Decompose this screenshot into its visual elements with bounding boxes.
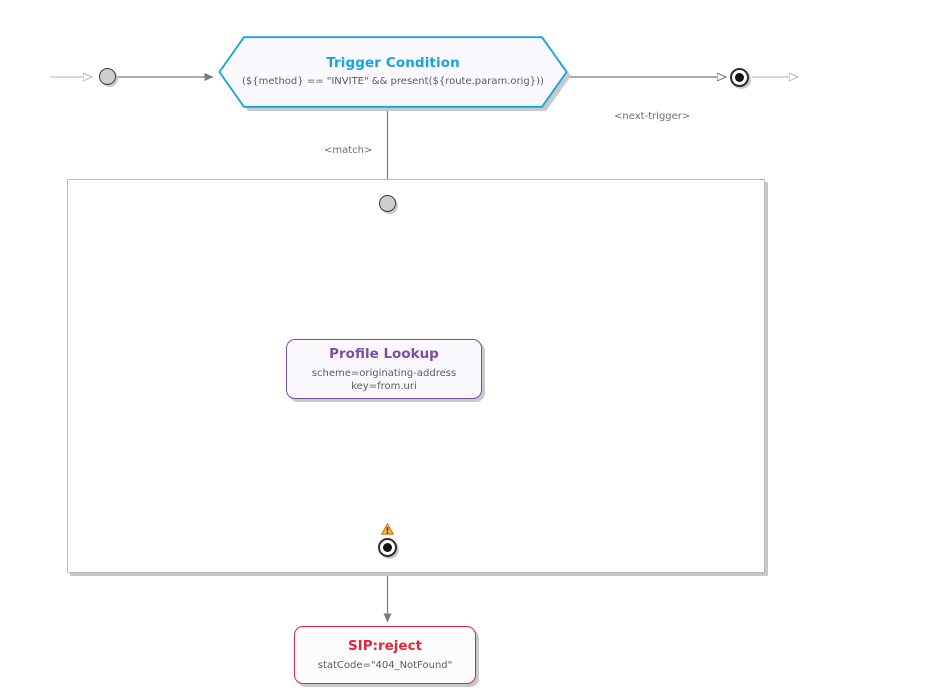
sip-reject-params: statCode="404_NotFound" (318, 659, 453, 672)
start-node-match-branch[interactable] (379, 195, 396, 212)
end-node-match-branch[interactable] (378, 538, 397, 557)
sip-reject-title: SIP:reject (347, 638, 423, 654)
end-node-next-trigger[interactable] (730, 68, 749, 87)
start-node-left[interactable] (99, 68, 116, 85)
end-node-core (735, 73, 744, 82)
trigger-text-block: Trigger Condition (${method} == "INVITE"… (218, 36, 568, 108)
profile-lookup-params: scheme=originating-address key=from.uri (312, 367, 456, 393)
node-trigger-condition[interactable]: Trigger Condition (${method} == "INVITE"… (218, 36, 571, 111)
trigger-expression: (${method} == "INVITE" && present(${rout… (242, 76, 544, 87)
edge-label-next-trigger: <next-trigger> (614, 111, 691, 122)
warning-icon[interactable] (381, 523, 394, 535)
node-sip-reject[interactable]: SIP:reject statCode="404_NotFound" (294, 626, 476, 684)
profile-lookup-title: Profile Lookup (329, 345, 439, 362)
edge-label-match: <match> (324, 145, 373, 156)
node-profile-lookup[interactable]: Profile Lookup scheme=originating-addres… (286, 339, 482, 399)
end-node-core (383, 543, 392, 552)
sip-reject-statcode: statCode="404_NotFound" (317, 660, 453, 671)
profile-lookup-key: key=from.uri (351, 380, 417, 392)
trigger-hexagon-shape (218, 36, 568, 108)
profile-lookup-scheme: scheme=originating-address (311, 367, 457, 379)
trigger-title: Trigger Condition (326, 55, 460, 71)
